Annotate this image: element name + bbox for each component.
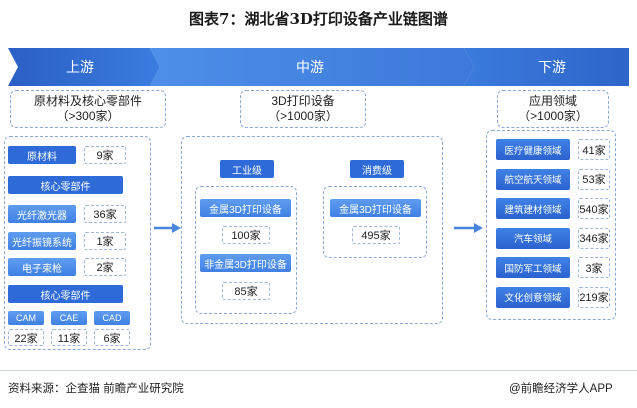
midstream-header: 3D打印设备 （>1000家）: [240, 90, 366, 128]
software-count: 11家: [51, 329, 87, 346]
application-item-count: 540家: [578, 198, 610, 219]
stage-upstream-shape: [8, 48, 160, 86]
software-label: CAE: [51, 311, 87, 325]
footer-brand: @前瞻经济学人APP: [509, 383, 613, 395]
application-item-label: 建筑建材领域: [496, 198, 570, 219]
application-item-label: 医疗健康领域: [496, 139, 570, 160]
application-item-count: 41家: [578, 139, 610, 160]
consumer-title: 消费级: [350, 160, 404, 178]
footer-divider: [0, 370, 637, 371]
upstream-header: 原材料及核心零部件 （>300家）: [10, 90, 166, 128]
stage-upstream-label: 上游: [66, 59, 94, 75]
core-parts-title-1: 核心零部件: [8, 176, 123, 194]
downstream-header: 应用领域 （>1000家）: [497, 90, 609, 128]
industrial-item-count: 85家: [222, 282, 270, 300]
downstream-header-title: 应用领域: [528, 94, 577, 108]
software-count: 6家: [94, 329, 130, 346]
industrial-title: 工业级: [220, 160, 274, 178]
downstream-header-count: （>1000家）: [518, 109, 588, 123]
stage-downstream-label: 下游: [538, 59, 566, 75]
application-item-count: 346家: [578, 227, 610, 249]
application-item-count: 3家: [578, 257, 610, 278]
arrow-right-icon: [154, 223, 181, 233]
core-parts-title-2: 核心零部件: [8, 285, 123, 303]
footer-source: 资料来源：企查猫 前瞻产业研究院: [8, 383, 184, 395]
consumer-item-count: 495家: [352, 226, 400, 244]
software-label: CAD: [94, 311, 130, 325]
core-part-count: 1家: [84, 232, 126, 250]
core-part-label: 光纤振镜系统: [8, 232, 76, 250]
industrial-item-label: 非金属3D打印设备: [200, 254, 291, 272]
application-item-count: 219家: [578, 286, 610, 308]
application-item-label: 汽车领域: [496, 227, 570, 249]
raw-material-count: 9家: [84, 146, 126, 164]
core-part-count: 2家: [84, 258, 126, 276]
arrow-right-icon: [454, 223, 483, 233]
consumer-item-label: 金属3D打印设备: [330, 199, 421, 217]
core-part-label: 电子束枪: [8, 258, 76, 276]
application-item-count: 53家: [578, 168, 610, 190]
application-item-label: 文化创意领域: [496, 286, 570, 308]
industrial-item-label: 金属3D打印设备: [200, 199, 291, 217]
application-item-label: 国防军工领域: [496, 257, 570, 278]
midstream-header-title: 3D打印设备: [271, 94, 335, 108]
core-part-count: 36家: [84, 205, 126, 223]
software-count: 22家: [8, 329, 44, 346]
stage-downstream-shape: [464, 48, 629, 86]
application-item-label: 航空航天领域: [496, 168, 570, 190]
consumer-panel: [323, 186, 427, 258]
stage-midstream-shape: [150, 48, 474, 86]
raw-material-label: 原材料: [8, 146, 76, 164]
industrial-item-count: 100家: [222, 226, 270, 244]
midstream-header-count: （>1000家）: [268, 109, 338, 123]
stage-midstream-label: 中游: [296, 59, 324, 75]
upstream-header-count: （>300家）: [56, 109, 120, 123]
upstream-header-title: 原材料及核心零部件: [33, 94, 142, 108]
page-title: 图表7：湖北省3D打印设备产业链图谱: [189, 10, 448, 28]
core-part-label: 光纤激光器: [8, 205, 76, 223]
software-label: CAM: [8, 311, 44, 325]
stage-banner: [8, 48, 629, 86]
